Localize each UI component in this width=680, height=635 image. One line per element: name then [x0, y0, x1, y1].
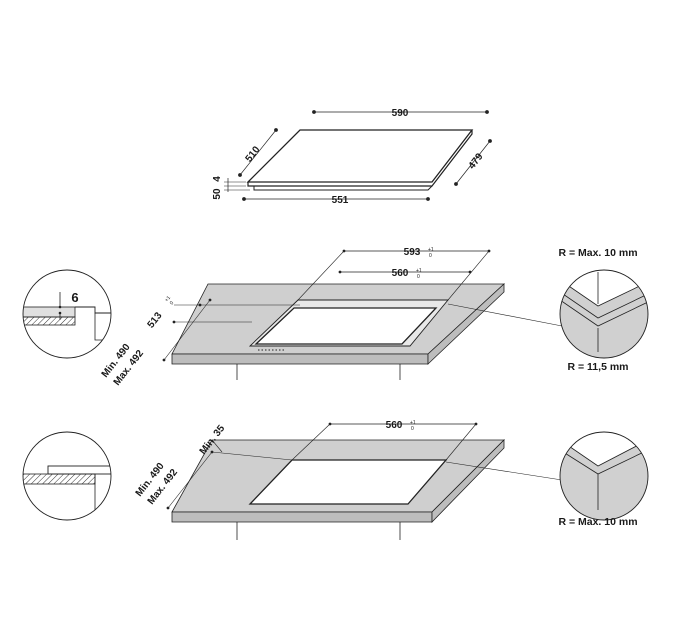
tol-513-upper: +1	[164, 295, 172, 303]
flush-mount-view	[162, 249, 563, 380]
tol-std-560-lower: 0	[411, 426, 414, 432]
tol-560-lower: 0	[417, 274, 420, 280]
standard-mount-view	[166, 422, 563, 540]
depth-510-label: 510	[244, 144, 263, 164]
tol-560-upper: +1	[416, 268, 422, 274]
cutout-560-label: 560	[392, 268, 409, 279]
standard-section-detail-circle	[22, 431, 112, 521]
height-50-label: 50	[212, 188, 223, 200]
radius-max-10-standard-label: R = Max. 10 mm	[558, 516, 637, 528]
cutout-593-label: 593	[404, 247, 421, 258]
radius-flush-detail-circle	[559, 269, 649, 359]
radius-max-10-flush-label: R = Max. 10 mm	[558, 247, 637, 259]
tol-593-lower: 0	[429, 253, 432, 259]
recess-detail-circle	[22, 269, 112, 359]
width-590-label: 590	[392, 108, 409, 119]
radius-11-5-label: R = 11,5 mm	[568, 361, 629, 373]
hob-top-view	[224, 110, 492, 201]
cutout-513-label: 513	[146, 310, 165, 330]
thickness-4-label: 4	[212, 176, 223, 182]
standard-cutout-560-label: 560	[386, 420, 403, 431]
width-551-label: 551	[332, 195, 349, 206]
recess-6-label: 6	[71, 290, 78, 305]
tol-513-lower: 0	[169, 300, 176, 306]
tol-593-upper: +1	[428, 247, 434, 253]
tol-std-560-upper: +1	[410, 420, 416, 426]
radius-standard-detail-circle	[559, 431, 649, 521]
depth-479-label: 479	[467, 151, 486, 171]
